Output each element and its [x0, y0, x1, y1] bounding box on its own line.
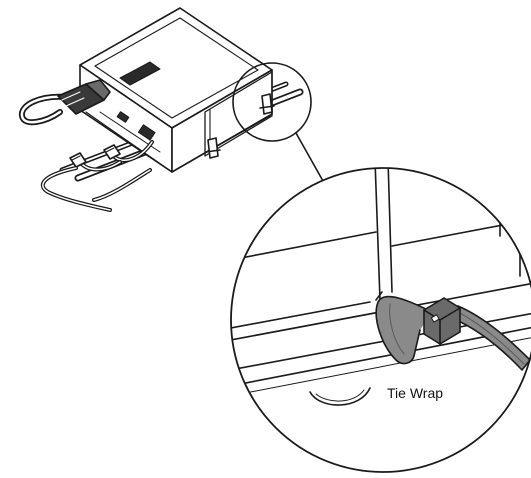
phone-jack-icon	[40, 140, 154, 212]
zoom-connector-line	[295, 132, 324, 182]
power-plug-icon	[19, 79, 111, 126]
zoom-indicator	[232, 62, 324, 182]
tie-wrap-icon	[375, 295, 531, 371]
tie-wrap-label: Tie Wrap	[387, 385, 443, 401]
device-illustration	[19, 7, 304, 212]
cable-clip-icon	[205, 93, 275, 159]
zoom-source-circle	[232, 62, 312, 142]
zoom-detail-circle	[230, 167, 531, 473]
zoom-circle-icon	[230, 167, 531, 473]
